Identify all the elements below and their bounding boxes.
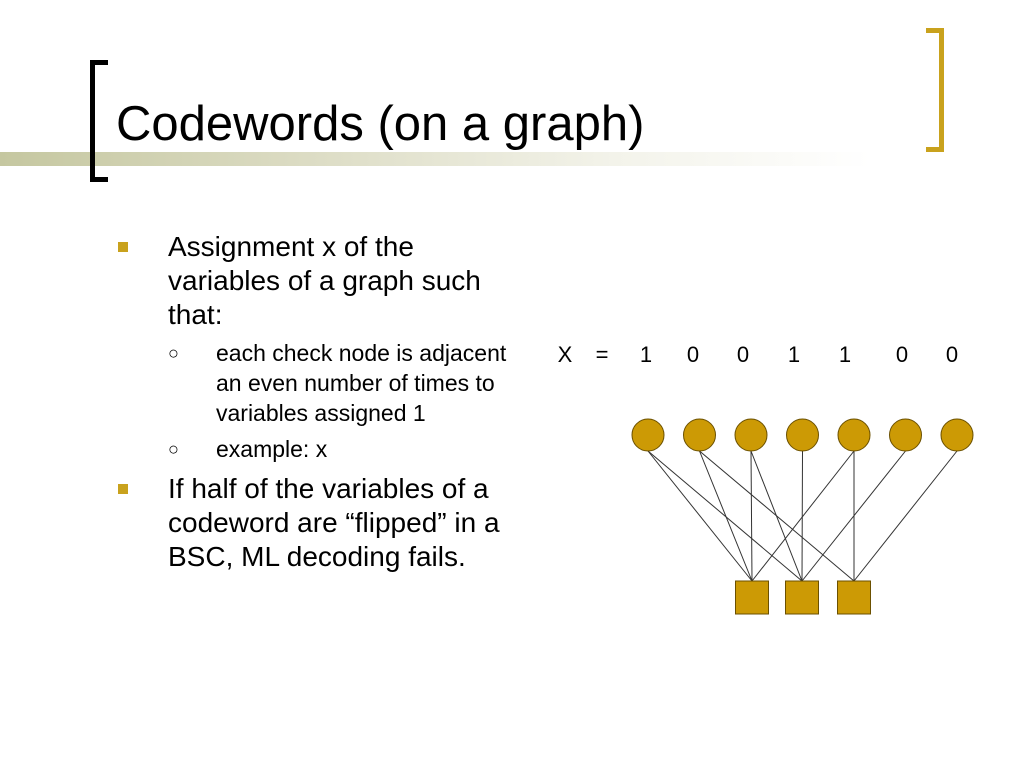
bullet-text-assignment: Assignment x of the variables of a graph… [168,231,481,330]
bullet-list: Assignment x of the variables of a graph… [118,230,518,580]
codeword-bit-4: 1 [788,342,800,367]
codeword-bit-2: 0 [687,342,699,367]
codeword-bit-3: 0 [737,342,749,367]
codeword-bit-7: 0 [946,342,958,367]
check-node-3 [837,580,871,615]
graph-edge-6 [801,450,803,582]
codeword-bit-6: 0 [896,342,908,367]
left-bracket-decoration [90,60,108,182]
variable-node-4 [786,418,819,452]
square-bullet-icon [118,242,128,252]
sub-bullet-text-example: example: x [216,436,328,462]
right-bracket-decoration [926,28,944,152]
circle-bullet-icon: ○ [168,439,179,459]
codeword-bit-1: 1 [640,342,652,367]
sub-bullet-item-example: ○ example: x [118,434,518,464]
graph-edges [647,450,958,582]
bullet-text-ml-decoding: If half of the variables of a codeword a… [168,473,500,572]
graph-edge-9 [801,450,906,582]
title-underline-band [0,152,1024,166]
variable-node-1 [631,418,665,452]
graph-edge-10 [853,450,958,582]
codeword-label: X [558,342,573,367]
variable-node-6 [889,418,922,452]
graph-edge-1 [647,450,803,582]
slide-title: Codewords (on a graph) [116,97,645,151]
circle-bullet-icon: ○ [168,343,179,363]
graph-edge-5 [750,450,803,582]
graph-edge-4 [750,450,753,582]
check-node-1 [735,580,769,615]
codeword-bit-5: 1 [839,342,851,367]
variable-node-5 [837,418,871,452]
variable-node-3 [734,418,768,452]
bullet-item-assignment: Assignment x of the variables of a graph… [118,230,518,332]
variable-node-7 [940,418,974,452]
graph-edge-7 [751,450,855,582]
check-nodes [735,580,871,615]
check-node-2 [785,580,819,615]
bullet-item-ml-decoding: If half of the variables of a codeword a… [118,472,518,574]
graph-edge-0 [647,450,753,582]
variable-nodes [631,418,974,452]
square-bullet-icon [118,484,128,494]
sub-bullet-item-check-node: ○ each check node is adjacent an even nu… [118,338,518,428]
graph-edge-2 [699,450,753,582]
sub-bullet-text-check-node: each check node is adjacent an even numb… [216,340,507,426]
variable-node-2 [683,418,716,452]
codeword-equals-sign: = [596,342,609,367]
codeword-bits: 1 0 0 1 1 0 0 [640,342,958,367]
